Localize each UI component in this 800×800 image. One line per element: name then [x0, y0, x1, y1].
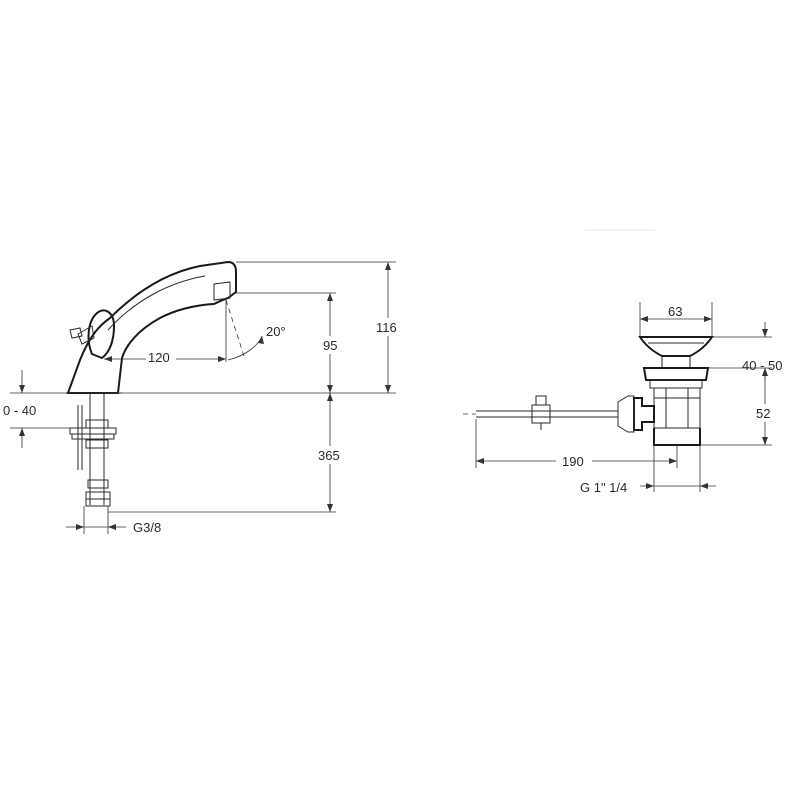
waste-drawing: 63 40 - 50 52 190 G 1" 1/4 — [463, 302, 782, 495]
waste-coupling — [633, 397, 655, 431]
dimension-190: 190 — [562, 454, 584, 469]
dimension-95: 95 — [323, 338, 337, 353]
dimension-0-40: 0 - 40 — [3, 403, 36, 418]
dimension-g114: G 1" 1/4 — [580, 480, 627, 495]
faucet-drawing: 116 95 365 120 20° 0 - 40 — [3, 260, 404, 535]
faucet-spout — [66, 260, 237, 394]
waste-body — [642, 367, 710, 381]
dimension-52: 52 — [756, 406, 770, 421]
faucet-lever — [87, 309, 116, 360]
dimension-365: 365 — [318, 448, 340, 463]
waste-head — [638, 336, 714, 357]
dimension-116: 116 — [376, 320, 397, 335]
dimension-120: 120 — [148, 350, 170, 365]
waste-rod — [463, 395, 618, 430]
dimension-angle: 20° — [266, 324, 286, 339]
faucet-supply-pipe — [69, 393, 117, 507]
faucet-aerator — [213, 281, 231, 301]
dimension-63: 63 — [668, 304, 682, 319]
dimension-40-50: 40 - 50 — [742, 358, 782, 373]
dimension-g38: G3/8 — [133, 520, 161, 535]
